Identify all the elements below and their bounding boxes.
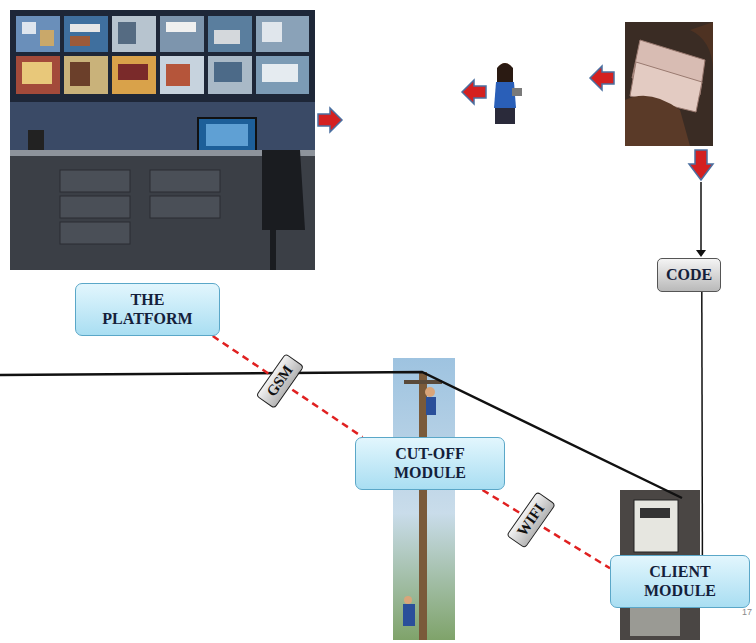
box-label: THE PLATFORM [94, 290, 201, 328]
money-photo [625, 22, 713, 146]
power-line [0, 372, 682, 498]
red-arrow [462, 80, 486, 104]
red-arrow [318, 108, 342, 132]
wireless-link [483, 490, 611, 568]
link-label: WIFI [506, 491, 556, 548]
control-room-photo [10, 10, 315, 270]
wire-link [701, 292, 703, 555]
link-label: GSM [256, 353, 305, 409]
code-line [700, 182, 702, 250]
code-box: CODE [657, 258, 721, 292]
box-label: CUT-OFF MODULE [374, 444, 486, 482]
operator-icon [488, 58, 526, 126]
red-arrow [689, 150, 713, 180]
module-box: CUT-OFF MODULE [355, 437, 505, 490]
page-number: 17 [742, 607, 752, 617]
platform-box: THE PLATFORM [75, 283, 220, 336]
pole-photo [393, 358, 455, 640]
box-label: CODE [664, 265, 714, 284]
red-arrow [590, 66, 614, 90]
box-label: CLIENT MODULE [629, 562, 731, 600]
module-box: CLIENT MODULE [610, 555, 750, 608]
arrow-head [696, 250, 706, 257]
wireless-link [213, 336, 363, 437]
